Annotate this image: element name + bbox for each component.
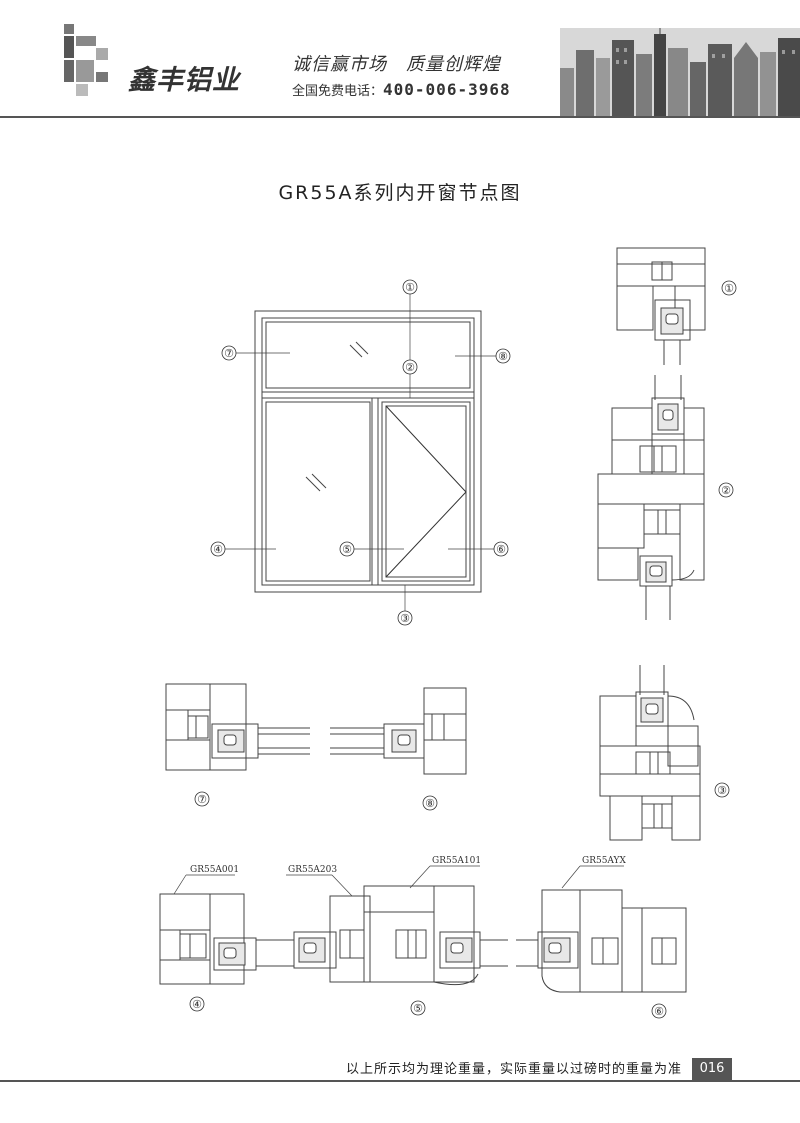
section-label-2: ② <box>721 484 731 497</box>
city-skyline-image <box>560 28 800 116</box>
section-1-drawing <box>616 247 706 365</box>
profile-code-2: GR55A203 <box>288 865 337 875</box>
callout-3: ③ <box>400 612 410 625</box>
section-label-3: ③ <box>717 784 727 797</box>
elevation-callouts: ① ② ⑦ ⑧ ④ ⑤ ⑥ ③ <box>210 279 511 626</box>
section-label-8: ⑧ <box>425 797 435 810</box>
phone-label: 全国免费电话： <box>292 84 384 99</box>
window-elevation <box>254 310 482 593</box>
header-divider <box>0 116 800 118</box>
section-3-drawing <box>599 665 701 841</box>
section-label-6: ⑥ <box>654 1005 664 1018</box>
footer-divider <box>0 1080 800 1082</box>
phone-line: 全国免费电话：400-006-3968 <box>292 80 511 99</box>
callout-8: ⑧ <box>498 350 508 363</box>
callout-4: ④ <box>213 543 223 556</box>
section-8-drawing <box>330 687 467 775</box>
page-header: 鑫丰铝业 诚信赢市场 质量创辉煌 全国免费电话：400-006-3968 <box>0 0 800 118</box>
company-name: 鑫丰铝业 <box>128 65 240 96</box>
bottom-sections-drawing <box>159 885 687 993</box>
section-label-1: ① <box>724 282 734 295</box>
logo-icon <box>64 24 108 96</box>
page-title: GR55A系列内开窗节点图 <box>278 182 522 204</box>
profile-code-3: GR55A101 <box>432 856 481 866</box>
section-label-5: ⑤ <box>413 1002 423 1015</box>
profile-code-1: GR55A001 <box>190 865 239 875</box>
callout-2: ② <box>405 361 415 374</box>
profile-code-4: GR55AYX <box>582 856 626 866</box>
callout-1: ① <box>405 281 415 294</box>
section-label-7: ⑦ <box>197 793 207 806</box>
page-number: 016 <box>692 1058 732 1080</box>
callout-7: ⑦ <box>224 347 234 360</box>
footer-note: 以上所示均为理论重量，实际重量以过磅时的重量为准 <box>345 1062 682 1077</box>
section-7-drawing <box>165 683 310 771</box>
section-2-drawing <box>597 375 705 620</box>
phone-number: 400-006-3968 <box>383 80 511 99</box>
slogan: 诚信赢市场 质量创辉煌 <box>292 54 501 75</box>
section-label-4: ④ <box>192 998 202 1011</box>
callout-5: ⑤ <box>342 543 352 556</box>
callout-6: ⑥ <box>496 543 506 556</box>
